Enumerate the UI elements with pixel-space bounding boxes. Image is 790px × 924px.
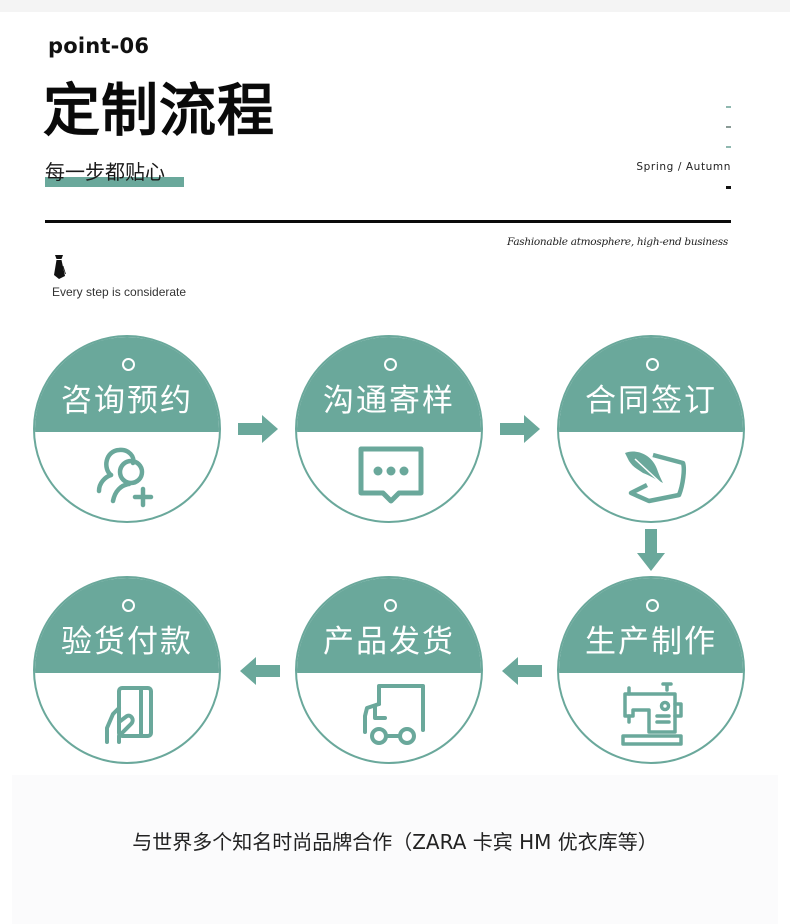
step-header-band (35, 337, 219, 432)
point-label: point-06 (48, 34, 150, 58)
step-production: 生产制作 (557, 576, 745, 764)
subtitle: 每一步都贴心 (45, 160, 165, 184)
decorative-dash (726, 106, 731, 108)
script-slogan: Fashionable atmosphere, high-end busines… (507, 236, 728, 248)
decorative-dash (726, 126, 731, 128)
sewing-machine-icon (621, 682, 683, 746)
add-user-icon (96, 447, 154, 508)
delivery-truck-icon (363, 684, 425, 745)
step-header-band (297, 578, 481, 673)
season-label: Spring / Autumn (636, 161, 731, 173)
tie-icon (54, 255, 66, 279)
chat-bubble-icon (358, 446, 424, 504)
step-header-band (559, 578, 743, 673)
hole-ring-icon (646, 599, 659, 612)
step-communication: 沟通寄样 (295, 335, 483, 523)
decorative-dash (726, 186, 731, 189)
step-label: 咨询预约 (61, 383, 193, 419)
step-consultation: 咨询预约 (33, 335, 221, 523)
arrow-left-icon (502, 657, 542, 685)
decorative-dash (726, 146, 731, 148)
partners-panel: 与世界多个知名时尚品牌合作（ZARA 卡宾 HM 优衣库等） (12, 775, 778, 924)
step-label: 验货付款 (61, 624, 193, 660)
step-label: 生产制作 (585, 624, 717, 660)
arrow-down-icon (637, 529, 665, 571)
arrow-left-icon (240, 657, 280, 685)
step-shipping: 产品发货 (295, 576, 483, 764)
step-label: 沟通寄样 (323, 383, 455, 419)
hole-ring-icon (384, 599, 397, 612)
header-divider (45, 220, 731, 223)
step-label: 合同签订 (585, 383, 717, 419)
step-header-band (559, 337, 743, 432)
card-payment-icon (105, 686, 153, 744)
step-contract: 合同签订 (557, 335, 745, 523)
partners-text: 与世界多个知名时尚品牌合作（ZARA 卡宾 HM 优衣库等） (132, 830, 658, 854)
step-header-band (297, 337, 481, 432)
step-payment: 验货付款 (33, 576, 221, 764)
hole-ring-icon (384, 358, 397, 371)
page-title: 定制流程 (43, 78, 275, 144)
quill-contract-icon (625, 451, 687, 504)
hole-ring-icon (122, 358, 135, 371)
step-header-band (35, 578, 219, 673)
arrow-right-icon (500, 415, 540, 443)
top-strip (0, 0, 790, 12)
subtitle-highlight-bar (45, 177, 184, 187)
hole-ring-icon (122, 599, 135, 612)
step-label: 产品发货 (323, 624, 455, 660)
tagline: Every step is considerate (52, 285, 187, 299)
subtitle-block: 每一步都贴心 (45, 157, 184, 189)
arrow-right-icon (238, 415, 278, 443)
hole-ring-icon (646, 358, 659, 371)
